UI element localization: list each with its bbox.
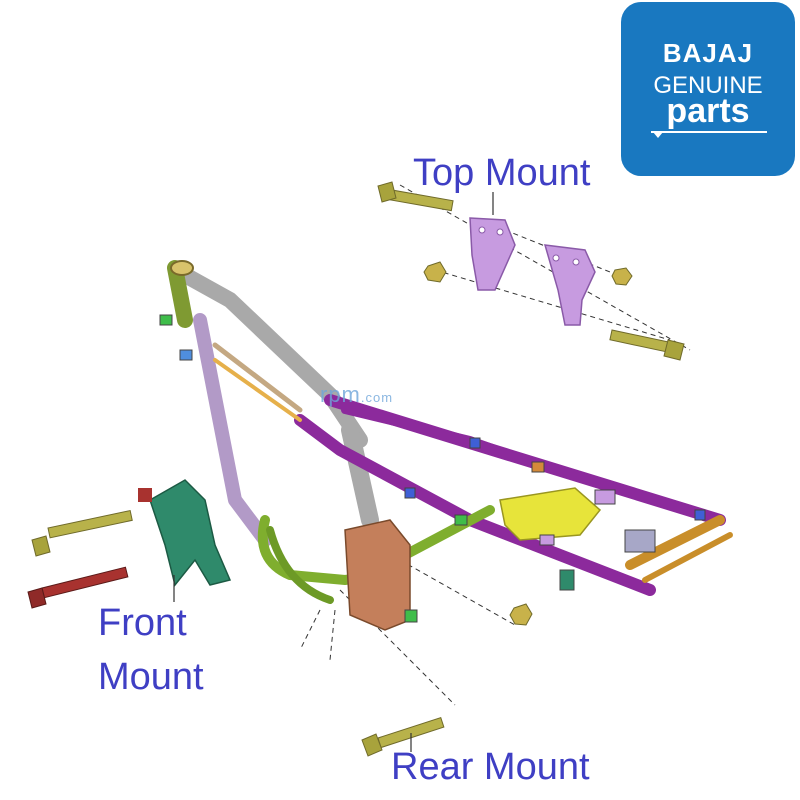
front-mount-label-line1: Front bbox=[98, 602, 187, 644]
logo-genuine: GENUINE bbox=[653, 72, 763, 99]
label-leaders bbox=[173, 192, 494, 752]
front-mount-bolt-upper bbox=[31, 509, 133, 557]
watermark: rpm.com bbox=[320, 382, 393, 408]
top-mount-bolt-lower bbox=[609, 329, 685, 361]
front-mount-label-line2: Mount bbox=[98, 656, 204, 698]
headstock-cap bbox=[170, 260, 194, 276]
top-mount-plate-holes bbox=[478, 226, 580, 266]
seat-bracket bbox=[499, 487, 602, 541]
logo-underline bbox=[651, 131, 767, 133]
watermark-suffix: .com bbox=[360, 390, 394, 405]
front-mount-bracket bbox=[149, 479, 232, 587]
guide-lines bbox=[299, 184, 691, 706]
logo-brand: BAJAJ bbox=[662, 38, 754, 68]
top-mount-nuts bbox=[423, 261, 633, 286]
watermark-main: rpm bbox=[320, 382, 361, 407]
logo-arrow-icon bbox=[653, 132, 663, 138]
rear-mount-label: Rear Mount bbox=[391, 746, 590, 788]
swingarm-pivot-plate bbox=[344, 519, 411, 631]
bajaj-genuine-parts-logo: BAJAJ GENUINE parts bbox=[621, 2, 795, 176]
front-mount-bolt-lower bbox=[27, 566, 129, 609]
rear-mount-nut bbox=[509, 603, 533, 626]
logo-parts: parts bbox=[666, 92, 750, 130]
top-mount-plate-left bbox=[469, 217, 516, 291]
front-mount-bracket-tab bbox=[138, 488, 152, 502]
top-mount-plate-right bbox=[543, 244, 596, 326]
rear-mount-bolt bbox=[361, 716, 445, 757]
top-mount-bolt-upper bbox=[377, 181, 454, 212]
mounting-tabs bbox=[159, 314, 706, 623]
top-mount-label: Top Mount bbox=[413, 152, 591, 194]
